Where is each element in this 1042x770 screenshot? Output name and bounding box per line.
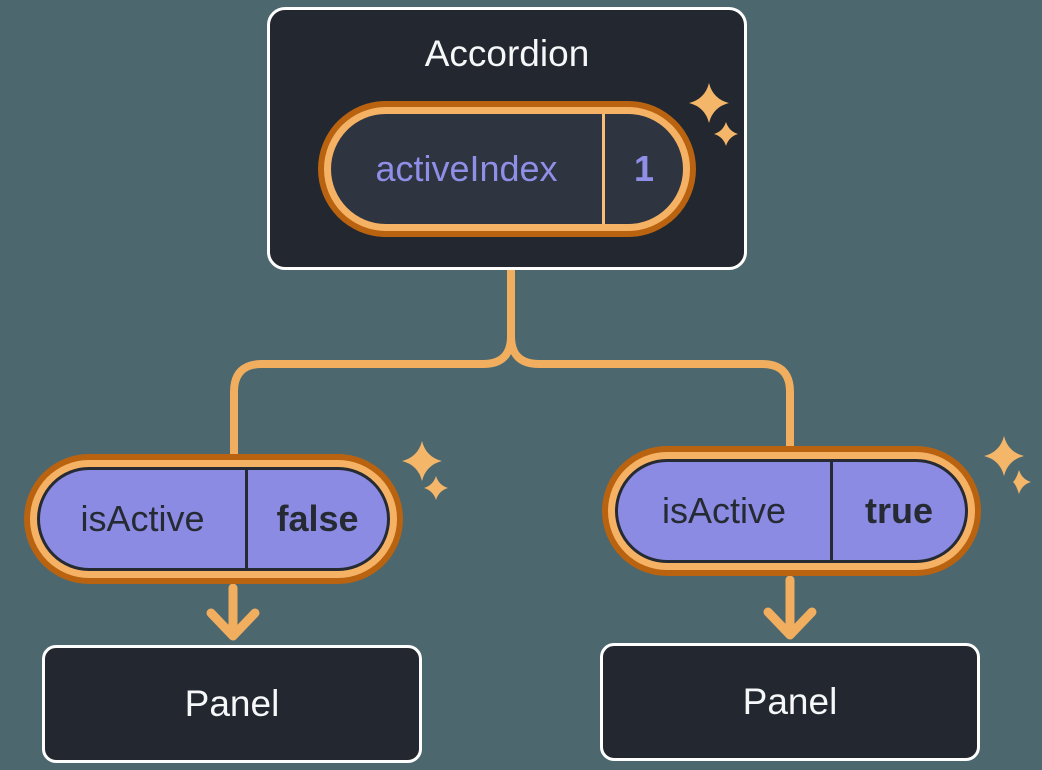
pill-divider [830,462,833,560]
sparkle-icon [402,441,448,500]
connector-branch-right [507,270,794,449]
panel-label: Panel [184,683,280,724]
activeindex-state-pill: activeIndex 1 [331,114,683,224]
panel-label: Panel [742,681,838,722]
right-panel-node: Panel [600,643,980,761]
arrow-to-right-panel [763,575,817,640]
accordion-component-node: Accordion activeIndex 1 [267,7,747,270]
right-isactive-state-pill: isActive true [615,459,968,563]
arrow-to-left-panel [206,583,260,641]
state-name-label: activeIndex [375,148,558,189]
left-isactive-state-pill: isActive false [37,467,390,571]
sparkle-icon [984,436,1031,494]
pill-divider [245,470,248,568]
state-name-label: isActive [661,490,787,531]
left-panel-node: Panel [42,645,422,763]
state-value-label: false [276,498,359,539]
accordion-node-title: Accordion [424,33,590,74]
state-value-label: true [864,490,933,531]
pill-divider [602,114,605,224]
state-value-label: 1 [633,148,655,189]
state-name-label: isActive [80,498,205,539]
connector-branch-left [230,270,515,457]
